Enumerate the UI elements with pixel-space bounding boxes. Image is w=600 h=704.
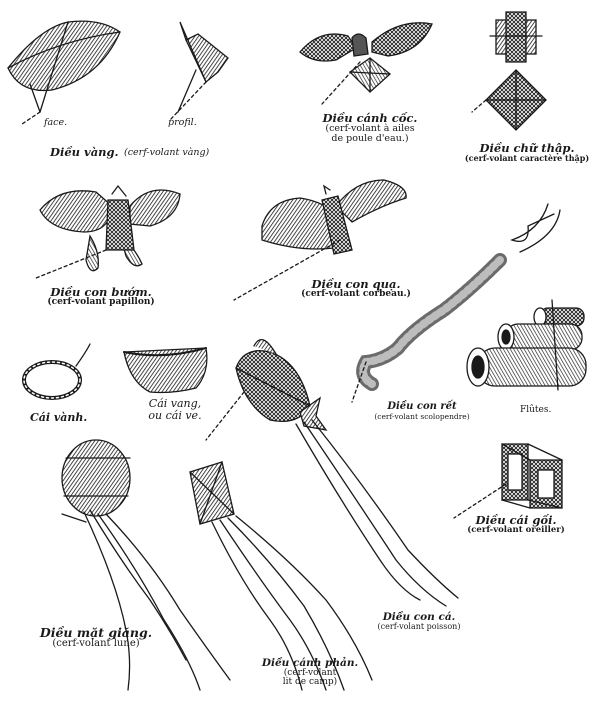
label-dieu-con-ret-fr: (cerf-volant scolopendre) (374, 411, 470, 421)
label-dieu-canh-coc-fr1: (cerf-volant à ailes (325, 123, 415, 135)
label-face: face. (44, 117, 68, 128)
label-dieu-canh-phan-fr1: (cerf-volant (283, 668, 337, 679)
label-dieu-mat-giang-group: Diều mặt giăng. (cerf-volant lune) (26, 626, 166, 650)
label-dieu-chu-thap-fr: (cerf-volant caractère thập) (464, 153, 590, 164)
kite-cai-goi (453, 443, 563, 519)
label-dieu-canh-phan-fr2: lit de camp) (282, 677, 338, 688)
cai-vang-bow (123, 347, 208, 394)
kite-con-ret (351, 203, 561, 403)
label-dieu-con-ca-fr: (cerf-volant poisson) (377, 622, 461, 632)
label-flutes: Flûtes. (520, 405, 552, 415)
label-dieu-canh-phan-group: Diều cánh phản. (cerf-volant lit de camp… (260, 657, 360, 688)
label-dieu-canh-coc: Diều cánh cốc. (322, 111, 418, 125)
label-dieu-canh-coc-group: Diều cánh cốc. (cerf-volant à ailes de p… (310, 112, 430, 144)
label-cai-ve: ou cái ve. (148, 408, 202, 422)
label-cai-vang: Cái vang, (148, 397, 202, 410)
flutes-drawing (466, 299, 587, 391)
label-dieu-vang: Diều vàng. (50, 145, 119, 159)
label-dieu-con-ca-group: Diều con cá. (cerf-volant poisson) (364, 611, 474, 632)
label-dieu-canh-coc-fr2: de poule d'eau.) (331, 133, 409, 145)
kite-con-buom (35, 184, 181, 279)
kite-canh-phan (189, 461, 373, 691)
label-cai-vang-group: Cái vang, ou cái ve. (130, 398, 220, 421)
label-dieu-mat-giang-fr: (cerf-volant lune) (52, 638, 140, 650)
label-dieu-con-qua-fr: (cerf-volant corbeau.) (301, 289, 411, 300)
label-dieu-chu-thap-group: Diều chữ thập. (cerf-volant caractère th… (462, 141, 592, 164)
label-dieu-con-buom-group: Diều con bướm. (cerf-volant papillon) (36, 286, 166, 308)
label-dieu-con-buom: Diều con bướm. (50, 285, 152, 299)
label-dieu-canh-phan: Diều cánh phản. (261, 657, 359, 669)
label-dieu-con-ret-group: Diều con rết (cerf-volant scolopendre) (362, 401, 482, 421)
label-cai-vanh: Cái vành. (30, 411, 88, 424)
kite-con-ca (205, 338, 459, 607)
cai-vanh-hoop (22, 343, 91, 400)
kite-vang-face (7, 20, 121, 125)
kite-chu-thap (471, 11, 547, 131)
label-dieu-cai-goi: Diều cái gối. (475, 513, 557, 527)
label-dieu-con-qua-group: Diều con quạ. (cerf-volant corbeau.) (296, 278, 416, 300)
kite-vang-profile (169, 21, 229, 121)
label-profil: profil. (168, 117, 197, 128)
label-dieu-mat-giang: Diều mặt giăng. (39, 625, 153, 640)
kite-canh-coc (299, 22, 433, 105)
label-dieu-con-ret: Diều con rết (387, 401, 457, 412)
label-dieu-con-ca: Diều con cá. (382, 611, 456, 623)
label-dieu-con-buom-fr: (cerf-volant papillon) (47, 297, 155, 308)
label-dieu-cai-goi-fr: (cerf-volant oreiller) (467, 525, 565, 536)
kite-con-qua (233, 179, 407, 301)
kite-mat-giang (61, 439, 231, 691)
label-dieu-cai-goi-group: Diều cái gối. (cerf-volant oreiller) (456, 514, 576, 535)
label-dieu-vang-fr: (cerf-volant vàng) (124, 147, 210, 158)
label-dieu-con-qua: Diều con quạ. (311, 277, 401, 291)
label-dieu-chu-thap: Diều chữ thập. (479, 141, 575, 155)
